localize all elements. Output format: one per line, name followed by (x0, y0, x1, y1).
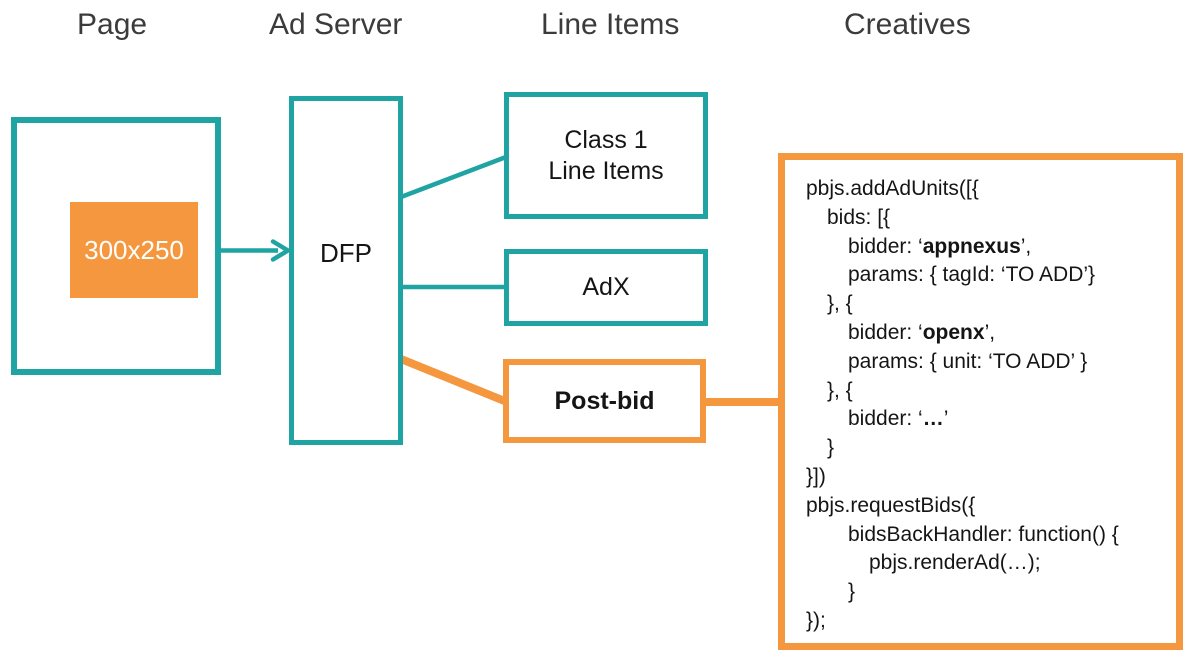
class1-line-items-box: Class 1 Line Items (504, 92, 708, 219)
connector-dfp-to-class1 (400, 154, 507, 200)
postbid-box: Post-bid (503, 359, 706, 443)
dfp-box: DFP (289, 96, 403, 445)
class1-label-line2: Line Items (548, 156, 664, 185)
code-line: }); (806, 608, 826, 632)
code-line: bidder: ‘…’ (848, 407, 949, 431)
code-line: bids: [{ (827, 205, 891, 229)
code-line: pbjs.renderAd(…); (869, 551, 1041, 575)
ad-slot-label: 300x250 (84, 234, 184, 265)
code-lines: pbjs.addAdUnits([{ bids: [{ bidder: ‘appne… (806, 175, 1119, 636)
class1-label-line1: Class 1 (564, 125, 648, 154)
dfp-label: DFP (320, 238, 372, 268)
adx-box: AdX (504, 249, 708, 326)
column-header-line-items: Line Items (541, 8, 680, 41)
code-line: bidder: ‘appnexus’, (848, 234, 1032, 258)
code-line: pbjs.addAdUnits([{ (806, 177, 979, 200)
column-header-creatives: Creatives (844, 8, 971, 41)
code-line: params: { tagId: ‘TO ADD’} (848, 263, 1096, 287)
code-line: }, { (827, 378, 853, 402)
arrowhead-icon (270, 239, 291, 262)
column-header-ad-server: Ad Server (269, 8, 403, 41)
code-line: }, { (827, 292, 853, 316)
code-line: } (848, 580, 856, 604)
code-line: }]) (806, 464, 826, 488)
code-line: bidsBackHandler: function() { (848, 522, 1119, 546)
code-line: } (827, 436, 835, 460)
creatives-code-box: pbjs.addAdUnits([{ bids: [{ bidder: ‘appne… (778, 153, 1183, 650)
postbid-label: Post-bid (554, 386, 655, 415)
code-line: pbjs.requestBids({ (806, 493, 976, 517)
column-header-page: Page (77, 8, 148, 41)
code-line: bidder: ‘openx’, (848, 320, 996, 344)
connector-dfp-to-postbid (399, 355, 509, 406)
ad-slot-box: 300x250 (70, 202, 198, 298)
adx-label: AdX (582, 273, 630, 301)
code-line: params: { unit: ‘TO ADD’ } (848, 349, 1088, 373)
